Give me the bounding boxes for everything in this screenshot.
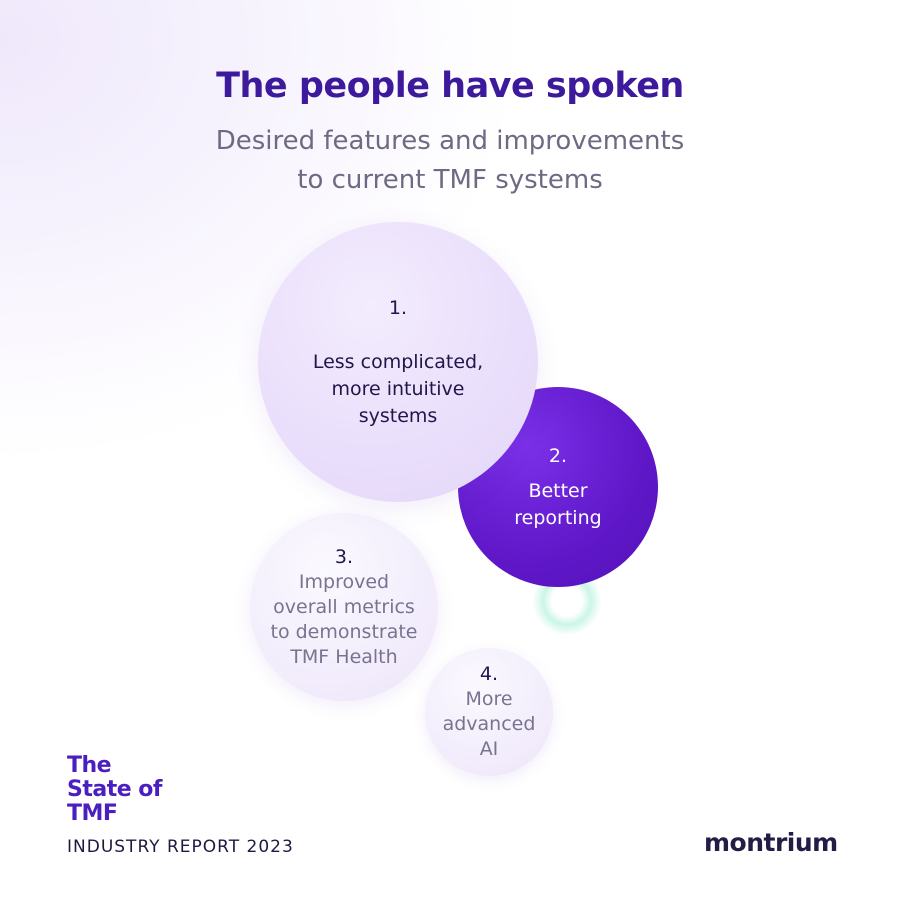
feature-text-line: more intuitive	[331, 377, 465, 400]
page-subtitle: Desired features and improvements to cur…	[0, 122, 900, 200]
feature-text-line: to demonstrate	[270, 620, 418, 643]
feature-number: 1.	[388, 296, 408, 319]
feature-text-line: AI	[479, 738, 499, 760]
subtitle-line-2: to current TMF systems	[297, 165, 603, 195]
montrium-logo: montrium	[704, 828, 838, 857]
feature-number: 4.	[479, 663, 499, 685]
feature-bubble-3: 3. Improved overall metrics to demonstra…	[250, 513, 438, 701]
feature-text-line: TMF Health	[290, 645, 398, 668]
report-title-line: The	[67, 753, 112, 778]
feature-bubble-1: 1. Less complicated, more intuitive syst…	[258, 222, 538, 502]
feature-text-line: More	[465, 688, 513, 710]
feature-text-line: systems	[358, 404, 438, 427]
report-title-line: TMF	[67, 801, 118, 826]
feature-text-line: Improved	[298, 570, 390, 593]
feature-bubble-4: 4. More advanced AI	[425, 648, 553, 776]
feature-text-line: Less complicated,	[312, 350, 484, 373]
feature-number: 2.	[548, 444, 568, 467]
report-title-line: State of	[67, 777, 163, 802]
feature-text-line: overall metrics	[273, 595, 415, 618]
page-title: The people have spoken	[216, 66, 684, 106]
subtitle-line-1: Desired features and improvements	[215, 126, 685, 156]
feature-number: 3.	[334, 545, 354, 568]
feature-text-line: reporting	[514, 506, 602, 529]
feature-text-line: Better	[528, 479, 588, 502]
feature-text-line: advanced	[442, 713, 536, 735]
report-subtitle: INDUSTRY REPORT 2023	[67, 837, 294, 857]
report-title: The State of TMF	[67, 754, 227, 826]
